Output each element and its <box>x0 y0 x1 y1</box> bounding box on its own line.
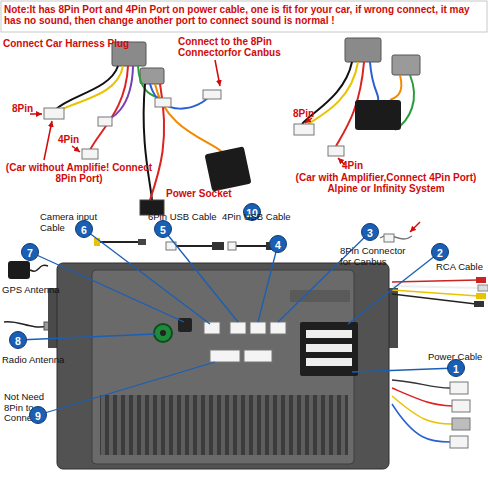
camera-cable <box>98 241 140 243</box>
antenna-socket <box>154 324 172 342</box>
radio-cable <box>4 322 48 327</box>
wire <box>105 66 133 120</box>
port <box>204 322 220 334</box>
callout-number: 7 <box>21 243 39 261</box>
connector <box>450 436 468 448</box>
gps-antenna <box>8 261 30 279</box>
rca-plug <box>474 301 484 307</box>
callout-number: 2 <box>431 243 449 261</box>
red-arrow <box>72 146 80 152</box>
note-text: Note:It has 8Pin Port and 4Pin Port on p… <box>4 4 484 26</box>
power-wire <box>392 404 450 442</box>
heat-fins <box>100 395 348 455</box>
connector-4pin <box>82 149 98 159</box>
rca-plug <box>476 277 486 283</box>
harness-plug <box>345 38 381 62</box>
callout-number: 1 <box>447 359 465 377</box>
part-label: Power Socket <box>166 188 232 199</box>
usb-plug <box>212 242 224 250</box>
port <box>270 322 286 334</box>
head-unit-frame <box>57 263 389 469</box>
connector <box>203 90 221 99</box>
pin-row <box>306 358 352 366</box>
connector-8pin <box>294 124 314 135</box>
callout-number: 5 <box>154 220 172 238</box>
gps-cable <box>30 265 48 271</box>
rca-plug <box>476 293 486 299</box>
usb-cable <box>175 245 212 247</box>
red-arrow <box>44 121 52 160</box>
instruction-label: Connect to the 8Pin Connectorfor Canbus <box>178 36 303 58</box>
canbus-box <box>204 146 251 191</box>
amplifier-box <box>355 100 401 130</box>
red-arrow <box>215 60 220 86</box>
leader-line <box>84 229 210 324</box>
rca-plug <box>478 285 488 291</box>
leader-line <box>352 368 456 372</box>
pin-label: 8Pin <box>293 108 314 119</box>
part-label: Radio Antenna <box>2 355 64 366</box>
part-label: 4Pin USB Cable <box>222 212 291 223</box>
callout-number: 9 <box>29 406 47 424</box>
pin-row <box>306 344 352 352</box>
instruction-label: (Car with Amplifier,Connect 4Pin Port) A… <box>286 172 486 194</box>
connector <box>155 98 171 107</box>
pin-label: 4Pin <box>58 134 79 145</box>
power-connector-block <box>300 322 358 376</box>
pin-label: 8Pin <box>12 103 33 114</box>
power-wire <box>392 396 452 424</box>
part-label: Camera input Cable <box>40 212 104 233</box>
connector <box>452 418 470 430</box>
port <box>244 350 272 362</box>
harness-plug <box>140 68 164 84</box>
rca-wire <box>392 280 478 282</box>
port <box>250 322 266 334</box>
cable-plug <box>384 234 394 242</box>
part-label: 8Pin Connector for Canbus <box>340 246 418 267</box>
red-arrow <box>410 222 420 232</box>
port <box>210 350 240 362</box>
wire <box>144 84 152 200</box>
leader-line <box>258 244 278 322</box>
wire <box>60 66 123 110</box>
callout-number: 6 <box>75 220 93 238</box>
rca-wire <box>392 294 476 304</box>
part-label: RCA Cable <box>436 262 483 273</box>
instruction-label: (Car without Amplifie! Connect 8Pin Port… <box>4 162 154 184</box>
instruction-label: Connect Car Harness Plug <box>3 38 129 49</box>
rca-wire <box>392 286 480 288</box>
connector <box>98 117 112 126</box>
usb-cable <box>232 245 268 247</box>
wire <box>390 75 401 100</box>
callout-number: 3 <box>361 223 379 241</box>
callout-number: 8 <box>9 331 27 349</box>
part-label: GPS Antenna <box>2 285 60 296</box>
note-box <box>1 1 487 32</box>
vent <box>290 290 350 302</box>
connector <box>450 382 468 394</box>
leader-line <box>18 334 155 340</box>
harness-plug <box>392 55 420 75</box>
wire <box>308 62 358 124</box>
port <box>230 322 246 334</box>
wire <box>370 62 378 100</box>
power-wire <box>392 380 450 388</box>
connector <box>452 400 470 412</box>
leader-line <box>163 229 238 322</box>
antenna-socket-pin <box>160 330 166 336</box>
wire <box>155 84 222 152</box>
connector-4pin <box>328 146 344 156</box>
leader-line <box>38 362 215 415</box>
cable-plug <box>228 242 236 250</box>
pin-label: 4Pin <box>342 160 363 171</box>
connector-8pin <box>44 108 64 119</box>
cable-plug <box>138 239 146 245</box>
callout-number: 4 <box>269 235 287 253</box>
pin-row <box>306 330 352 338</box>
